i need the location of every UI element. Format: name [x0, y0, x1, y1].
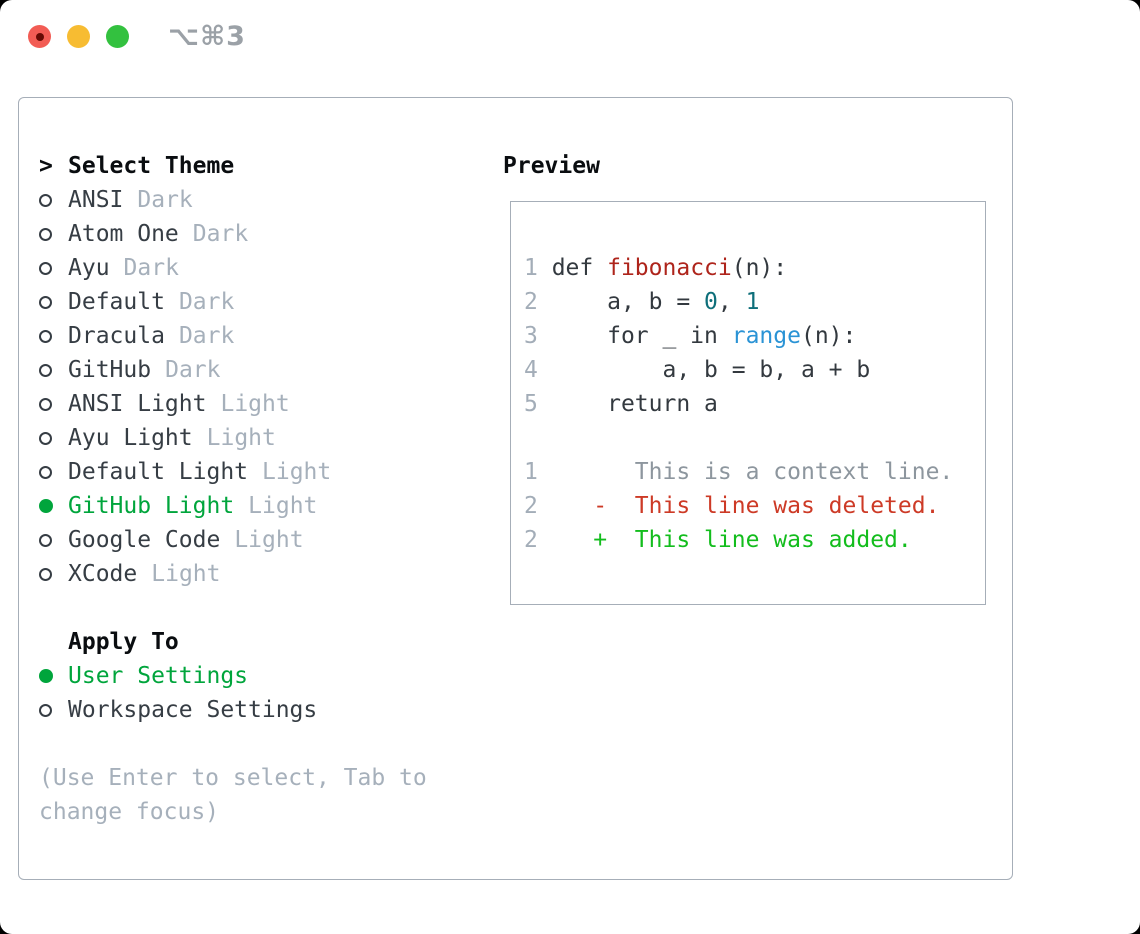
- keyboard-hint: (Use Enter to select, Tab to change focu…: [39, 765, 427, 825]
- radio-unselected-icon: [39, 567, 68, 581]
- code-line: 4 a, b = b, a + b: [524, 357, 871, 383]
- close-button[interactable]: [28, 25, 51, 48]
- radio-unselected-icon: [39, 703, 68, 717]
- radio-unselected-icon: [39, 363, 68, 377]
- diff-added-line: 2 + This line was added.: [524, 527, 912, 553]
- preview-pane: 1 def fibonacci(n): 2 a, b = 0, 1 3 for …: [510, 201, 986, 605]
- diff-deleted-line: 2 - This line was deleted.: [524, 493, 940, 519]
- radio-unselected-icon: [39, 193, 68, 207]
- code-line: 1 def fibonacci(n):: [524, 255, 788, 281]
- theme-list-header: > Select Theme: [39, 149, 459, 183]
- zoom-button[interactable]: [106, 25, 129, 48]
- code-line: 3 for _ in range(n):: [524, 323, 857, 349]
- minimize-button[interactable]: [67, 25, 90, 48]
- radio-selected-icon: [39, 669, 68, 683]
- theme-list-title: Select Theme: [68, 153, 235, 179]
- diff-context-line: 1 This is a context line.: [524, 459, 954, 485]
- code-line: 5 return a: [524, 391, 718, 417]
- blank-line: [524, 421, 985, 455]
- apply-to-header: Apply To: [39, 625, 459, 659]
- radio-unselected-icon: [39, 533, 68, 547]
- apply-option-workspace-settings[interactable]: Workspace Settings: [39, 693, 459, 727]
- radio-unselected-icon: [39, 329, 68, 343]
- window-title: ⌥⌘3: [168, 21, 246, 52]
- radio-selected-icon: [39, 499, 68, 513]
- radio-unselected-icon: [39, 261, 68, 275]
- radio-unselected-icon: [39, 227, 68, 241]
- radio-unselected-icon: [39, 295, 68, 309]
- preview-title: Preview: [503, 153, 600, 179]
- code-line: 2 a, b = 0, 1: [524, 289, 760, 315]
- apply-option-user-settings[interactable]: User Settings: [39, 659, 459, 693]
- radio-unselected-icon: [39, 465, 68, 479]
- selection-caret-icon: >: [39, 153, 53, 179]
- apply-to-title: Apply To: [68, 629, 179, 655]
- radio-unselected-icon: [39, 397, 68, 411]
- radio-unselected-icon: [39, 431, 68, 445]
